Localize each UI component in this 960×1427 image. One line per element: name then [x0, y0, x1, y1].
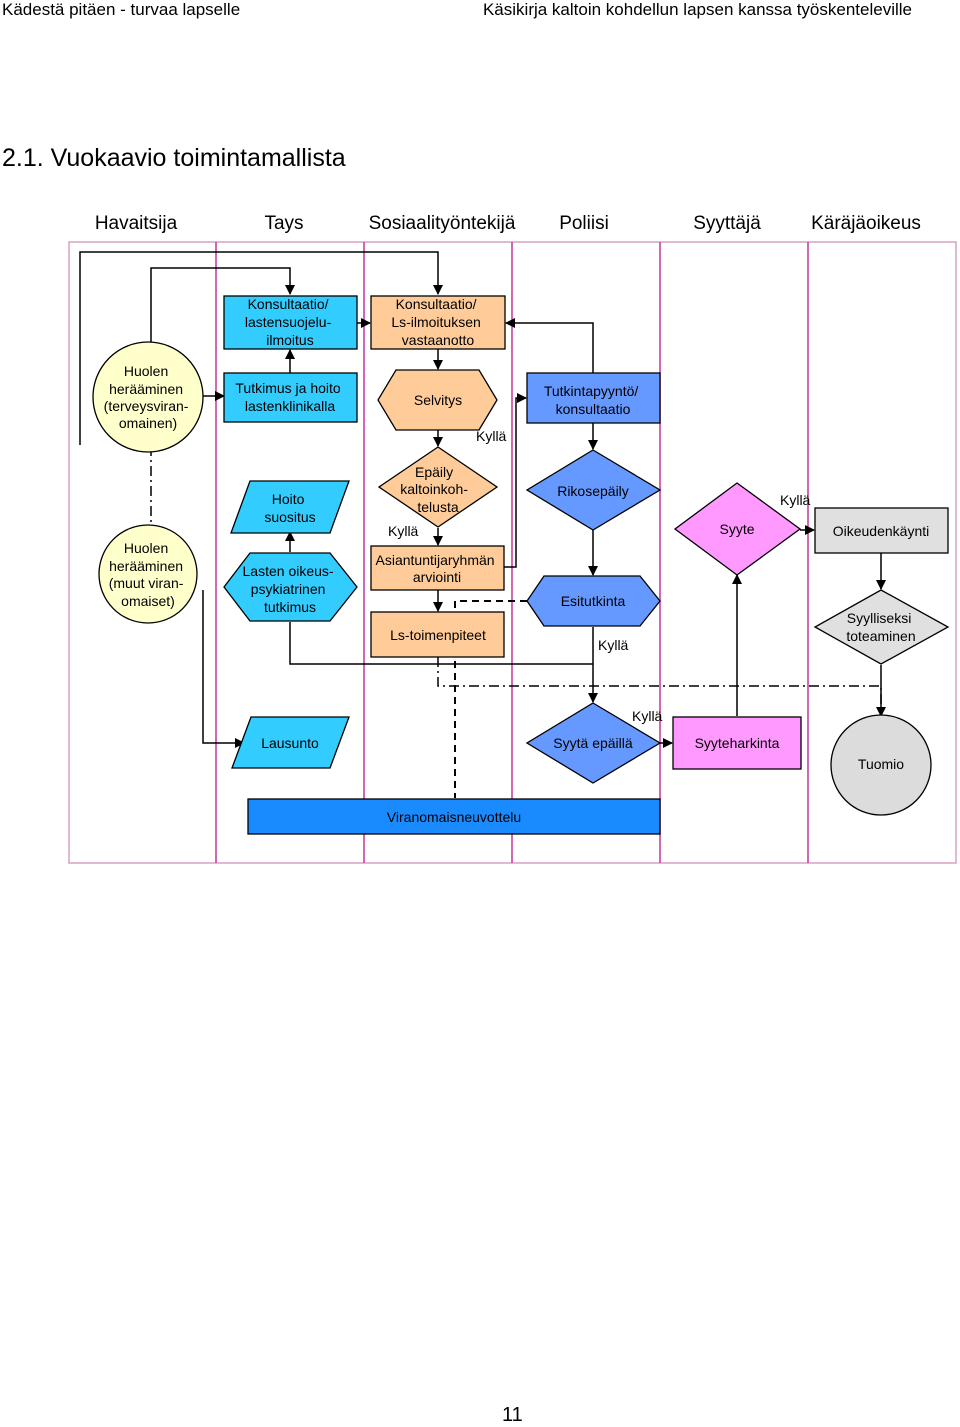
lane-header-sosiaalityontekija: Sosiaalityöntekijä [369, 213, 516, 234]
swimlane-frame [68, 241, 957, 864]
lane-header-poliisi: Poliisi [559, 213, 609, 234]
lane-header-karajaoikeus: Käräjäoikeus [811, 213, 921, 234]
connector-huolen-to-vastaanotto [79, 251, 443, 445]
section-title: 2.1. Vuokaavio toimintamallista [2, 144, 346, 172]
label-hoito-suositus: Hoito suositus [264, 491, 315, 525]
node-tuomio [830, 714, 932, 816]
edge-label-yes: Kyllä [476, 428, 507, 444]
edge-labels: Kyllä Kyllä Kyllä Kyllä Kyllä [388, 428, 811, 724]
node-konsultaatio-lastensuojelu [223, 295, 358, 350]
lane-header-syyttaja: Syyttäjä [693, 213, 761, 234]
node-huolen-terveys [92, 341, 204, 453]
node-ls-toimenpiteet [370, 611, 505, 658]
node-lasten-oikeuspsykiatrinen [223, 552, 358, 622]
label-rikosepaily: Rikosepäily [557, 483, 629, 499]
dashed-lines [454, 600, 527, 798]
node-viranomaisneuvottelu [247, 798, 661, 835]
connectors [79, 251, 886, 748]
node-tutkimus-hoito [223, 372, 358, 423]
label-syyta-epailla: Syytä epäillä [553, 735, 633, 751]
node-esitutkinta [526, 575, 661, 627]
connector-huolen-to-konsultaatio [150, 267, 295, 356]
label-huolen-muut: Huolen herääminen (muut viran- omaiset) [109, 540, 188, 609]
label-syyte: Syyte [719, 521, 754, 537]
label-tutkintapyynto: Tutkintapyyntö/ konsultaatio [544, 383, 642, 417]
node-lausunto [231, 716, 350, 769]
label-konsultaatio-vastaanotto: Konsultaatio/ Ls-ilmoituksen vastaanotto [391, 296, 484, 348]
node-syyte [673, 482, 802, 576]
node-rikosepaily [525, 449, 662, 531]
label-tuomio: Tuomio [858, 756, 904, 772]
dashed-esitutkinta-to-ls [454, 600, 527, 798]
connector-asiantuntija-to-tutkintapyynto [504, 393, 527, 568]
label-syylliseksi: Syylliseksi toteaminen [846, 610, 915, 644]
node-huolen-muut [98, 524, 198, 624]
label-asiantuntijaryhma: Asiantuntijaryhmän arviointi [376, 552, 499, 585]
header-right: Käsikirja kaltoin kohdellun lapsen kanss… [482, 0, 912, 19]
edge-label-yes: Kyllä [780, 492, 811, 508]
label-syyteharkinta: Syyteharkinta [695, 735, 780, 751]
node-tutkintapyynto [526, 372, 661, 424]
node-labels: Huolen herääminen (terveysviran- omainen… [104, 296, 930, 825]
label-lasten-oikeuspsykiatrinen: Lasten oikeus- psykiatrinen tutkimus [243, 563, 338, 615]
node-asiantuntijaryhma [370, 545, 505, 591]
node-syyta-epailla [525, 702, 662, 784]
node-konsultaatio-vastaanotto [370, 295, 506, 350]
page-number: 11 [502, 1404, 523, 1426]
lane-headers: Havaitsija Tays Sosiaalityöntekijä Polii… [95, 213, 921, 234]
label-oikeudenkaynti: Oikeudenkäynti [833, 523, 930, 539]
connector-havaitsija-to-lausunto [202, 590, 245, 748]
connector-line [289, 622, 593, 665]
node-epaily [377, 446, 499, 528]
dash-dot-lines [150, 446, 882, 716]
node-syylliseksi [813, 589, 950, 665]
node-selvitys [377, 369, 498, 431]
label-lausunto: Lausunto [261, 735, 319, 751]
connector-tutkintapyynto-to-vastaanotto [505, 318, 594, 395]
node-hoito-suositus [230, 480, 350, 534]
edge-label-yes: Kyllä [598, 637, 629, 653]
label-selvitys: Selvitys [414, 392, 462, 408]
label-huolen-terveys: Huolen herääminen (terveysviran- omainen… [104, 363, 193, 431]
label-tutkimus-hoito: Tutkimus ja hoito lastenklinikalla [235, 380, 344, 414]
edge-label-yes: Kyllä [632, 708, 663, 724]
edge-label-yes: Kyllä [388, 523, 419, 539]
node-syyteharkinta [672, 716, 802, 770]
node-oikeudenkaynti [814, 507, 949, 554]
lane-header-tays: Tays [264, 213, 303, 234]
nodes [92, 295, 950, 835]
label-viranomaisneuvottelu: Viranomaisneuvottelu [387, 809, 521, 825]
lane-header-havaitsija: Havaitsija [95, 213, 178, 234]
dashdot-lower-route [437, 657, 882, 716]
label-esitutkinta: Esitutkinta [561, 593, 626, 609]
header-left: Kädestä pitäen - turvaa lapselle [2, 0, 241, 19]
label-konsultaatio-lastensuojelu: Konsultaatio/ lastensuojelu- ilmoitus [245, 296, 335, 348]
label-epaily: Epäily kaltoinkoh- telusta [400, 464, 472, 515]
label-ls-toimenpiteet: Ls-toimenpiteet [390, 627, 486, 643]
